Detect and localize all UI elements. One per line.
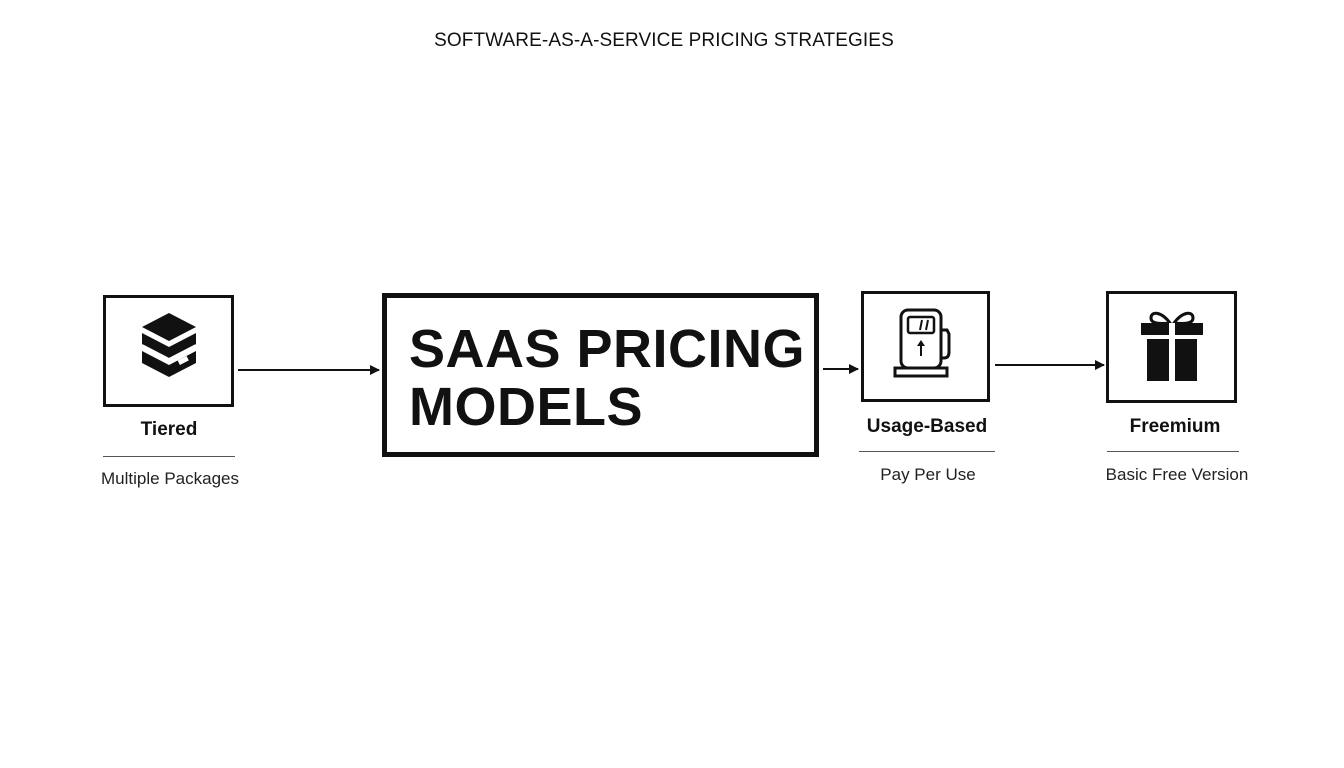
stacked-layers-icon — [138, 311, 200, 392]
tiered-subtitle: Multiple Packages — [101, 469, 239, 488]
center-title-line1: SAAS PRICING — [409, 319, 806, 379]
center-title: SAAS PRICING MODELS — [409, 320, 805, 436]
freemium-divider — [1107, 451, 1239, 452]
freemium-subtitle: Basic Free Version — [1105, 465, 1249, 484]
fuel-pump-icon — [893, 306, 959, 387]
tiered-label: Tiered — [140, 419, 198, 440]
usage-based-subtitle: Pay Per Use — [880, 465, 976, 484]
tiered-node — [103, 295, 234, 407]
freemium-label: Freemium — [1129, 416, 1221, 437]
diagram-title: SOFTWARE-AS-A-SERVICE PRICING STRATEGIES — [434, 30, 894, 51]
tiered-divider — [103, 456, 235, 457]
freemium-node — [1106, 291, 1237, 403]
usage-based-node — [861, 291, 990, 402]
gift-icon — [1139, 307, 1205, 388]
usage-based-label: Usage-Based — [866, 416, 988, 437]
center-node: SAAS PRICING MODELS — [382, 293, 819, 457]
usage-based-divider — [859, 451, 995, 452]
center-title-line2: MODELS — [409, 377, 644, 437]
